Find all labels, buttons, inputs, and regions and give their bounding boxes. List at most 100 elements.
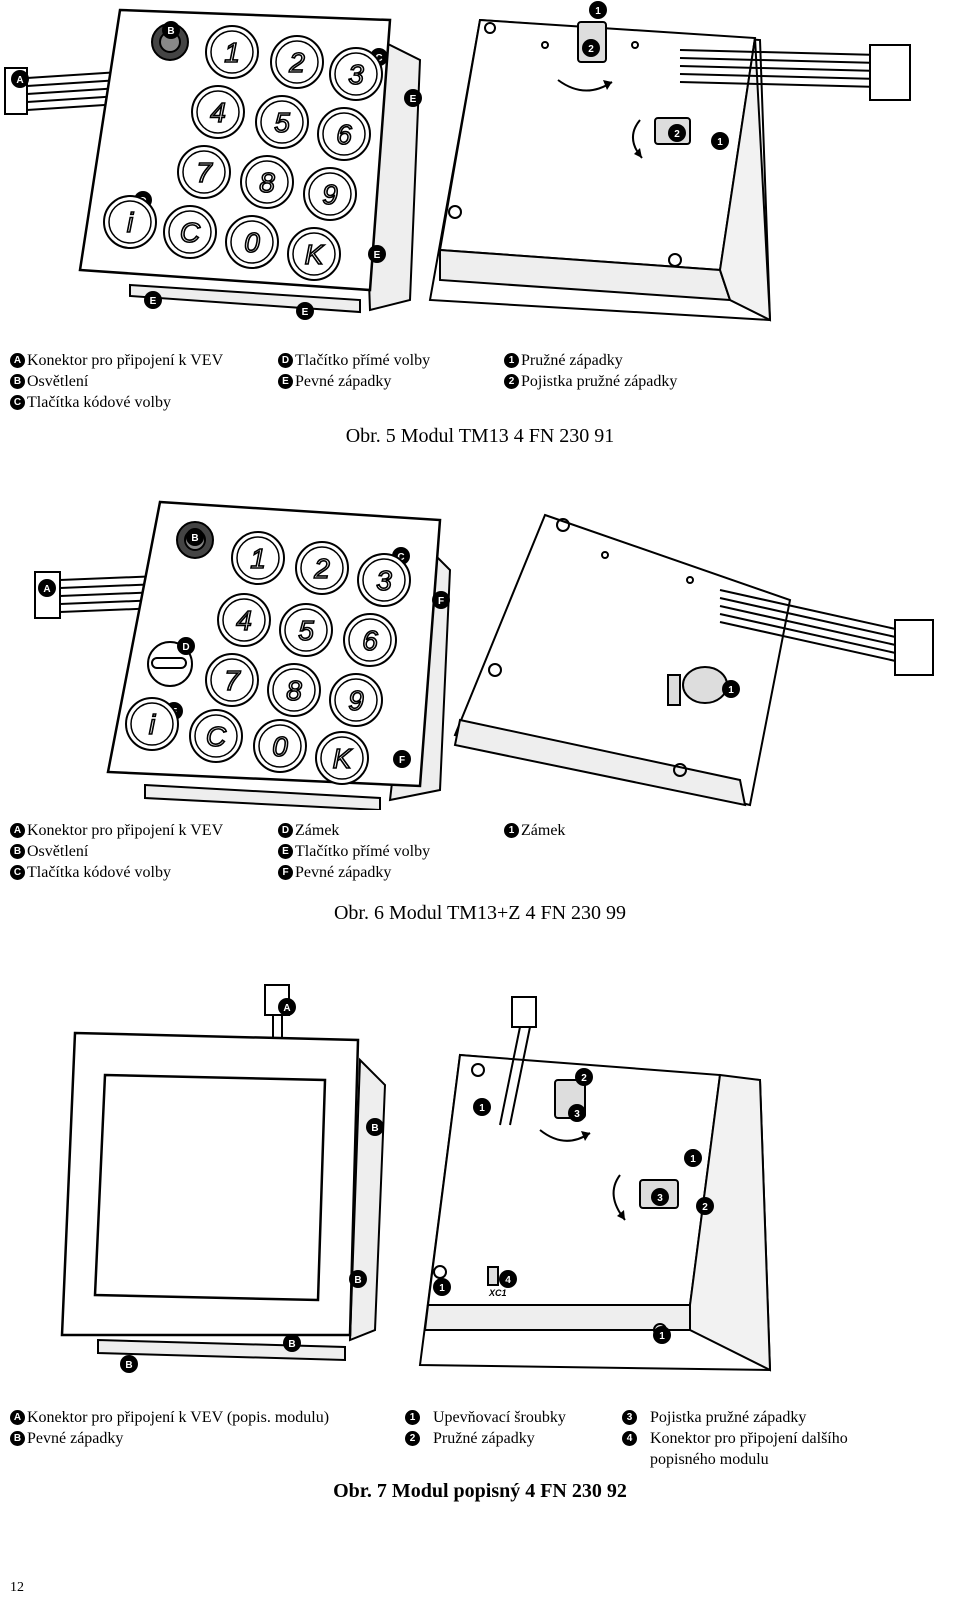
- legend-badge: C: [10, 865, 25, 880]
- legend-text: Tlačítka kódové volby: [27, 864, 171, 881]
- svg-text:E: E: [374, 250, 381, 261]
- legend-badge: E: [278, 374, 293, 389]
- figure-7-legend-col-3: 3 Pojistka pružné západky 4 Konektor pro p…: [622, 1407, 922, 1470]
- svg-text:A: A: [43, 584, 50, 595]
- legend-text: Konektor pro připojení k VEV (popis. mod…: [27, 1409, 330, 1426]
- keypad-key: 5: [279, 603, 333, 657]
- svg-text:A: A: [283, 1003, 290, 1014]
- keypad-key: 1: [231, 531, 285, 585]
- keypad-key-label: K: [333, 743, 353, 774]
- svg-text:1: 1: [479, 1103, 485, 1114]
- legend-item: 4 Konektor pro připojení dalšího popisnéh…: [622, 1428, 922, 1470]
- legend-text: Pevné západky: [295, 373, 392, 390]
- keypad-key-label: 5: [298, 615, 314, 646]
- svg-text:1: 1: [728, 685, 734, 696]
- keypad-key: 1: [205, 25, 259, 79]
- keypad-key: 4: [217, 593, 271, 647]
- legend-text: Pružné západky: [433, 1430, 535, 1447]
- keypad-key-label: C: [180, 217, 201, 248]
- svg-text:3: 3: [657, 1193, 663, 1204]
- keypad-key-label: 6: [336, 119, 352, 150]
- legend-text: Tlačítka kódové volby: [27, 394, 171, 411]
- keypad-key: 8: [267, 663, 321, 717]
- figure-7-drawing: XC1 A B B B B 1 2 3 1 3 2 4 1 1: [60, 984, 772, 1373]
- keypad-key-label: 9: [348, 685, 364, 716]
- keypad-key: 6: [317, 107, 371, 161]
- legend-badge: 3: [622, 1410, 637, 1425]
- legend-badge: A: [10, 823, 25, 838]
- keypad-key: 0: [225, 215, 279, 269]
- legend-text: Zámek: [521, 822, 566, 839]
- keypad-key: 0: [253, 719, 307, 773]
- svg-text:1: 1: [690, 1154, 696, 1165]
- figure-6-caption: Obr. 6 Modul TM13+Z 4 FN 230 99: [333, 902, 627, 924]
- svg-text:1: 1: [595, 6, 601, 17]
- keypad-key-label: 1: [250, 543, 266, 574]
- legend-text: Tlačítko přímé volby: [295, 843, 431, 860]
- legend-text: Konektor pro připojení k VEV: [27, 822, 224, 839]
- svg-text:2: 2: [702, 1202, 708, 1213]
- legend-text: Pojistka pružné západky: [650, 1409, 807, 1426]
- legend-badge: 2: [504, 374, 519, 389]
- legend-text: Tlačítko přímé volby: [295, 352, 431, 369]
- keypad-key-label: 4: [236, 605, 252, 636]
- keypad-key: K: [315, 731, 369, 785]
- board-connector-label: XC1: [488, 1288, 507, 1298]
- figure-5-caption: Obr. 5 Modul TM13 4 FN 230 91: [345, 425, 615, 447]
- svg-text:1: 1: [717, 137, 723, 148]
- svg-text:A: A: [16, 75, 23, 86]
- keypad-key-label: C: [206, 721, 227, 752]
- legend-badge: B: [10, 1431, 25, 1446]
- svg-text:3: 3: [574, 1109, 580, 1120]
- legend-text: Zámek: [295, 822, 340, 839]
- legend-badge: A: [10, 353, 25, 368]
- keypad-key-label: i: [127, 207, 134, 238]
- keypad-key-label: 4: [210, 97, 226, 128]
- legend-text: Konektor pro připojení dalšího popisného…: [650, 1430, 848, 1468]
- legend-badge: 1: [504, 353, 519, 368]
- keypad-key: 3: [329, 47, 383, 101]
- keypad-key-label: 7: [196, 157, 213, 188]
- svg-text:2: 2: [674, 129, 680, 140]
- keypad-key-label: i: [149, 709, 156, 740]
- keypad-key: 2: [270, 35, 324, 89]
- keypad-key-label: 5: [274, 107, 290, 138]
- keypad-key: 6: [343, 613, 397, 667]
- svg-text:C: C: [397, 552, 404, 563]
- legend-badge: D: [278, 353, 293, 368]
- legend-badge: B: [10, 374, 25, 389]
- legend-text: Konektor pro připojení k VEV: [27, 352, 224, 369]
- legend-badge: E: [278, 844, 293, 859]
- keypad-key: 9: [329, 673, 383, 727]
- legend-badge: 1: [504, 823, 519, 838]
- figure-7-badges: A B B B B 1 2 3 1 3 2 4 1 1: [120, 998, 714, 1373]
- keypad-key: 9: [303, 167, 357, 221]
- svg-text:B: B: [371, 1123, 378, 1134]
- keypad-key: i: [125, 697, 179, 751]
- legend-item: 3 Pojistka pružné západky: [622, 1407, 922, 1428]
- keypad-key-label: 2: [313, 553, 330, 584]
- keypad-key-label: 2: [288, 47, 305, 78]
- keypad-key: 5: [255, 95, 309, 149]
- keypad-key-label: K: [305, 239, 325, 270]
- page-number: 12: [10, 1580, 24, 1595]
- svg-text:B: B: [191, 533, 198, 544]
- keypad-key-label: 0: [244, 227, 260, 258]
- legend-text: Pružné západky: [521, 352, 623, 369]
- keypad-key: 4: [191, 85, 245, 139]
- legend-badge: 1: [405, 1410, 420, 1425]
- keypad-key: 3: [357, 553, 411, 607]
- legend-badge: 4: [622, 1431, 637, 1446]
- svg-text:E: E: [302, 307, 309, 318]
- keypad-key: 8: [240, 155, 294, 209]
- svg-text:1: 1: [659, 1331, 665, 1342]
- svg-text:B: B: [167, 26, 174, 37]
- svg-text:2: 2: [588, 44, 594, 55]
- keypad-key: i: [103, 195, 157, 249]
- svg-text:2: 2: [581, 1073, 587, 1084]
- legend-badge: A: [10, 1410, 25, 1425]
